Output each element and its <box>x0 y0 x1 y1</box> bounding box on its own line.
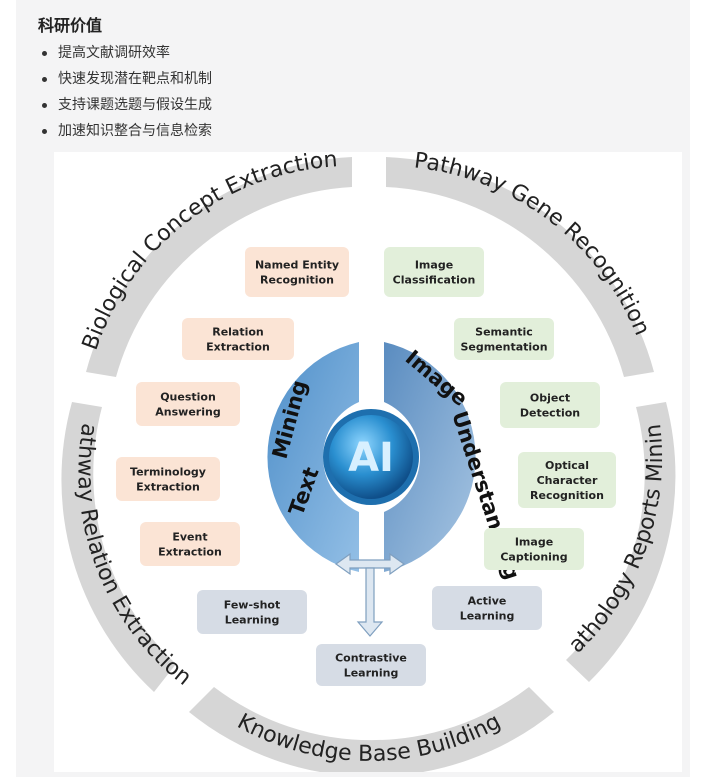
text-task-box-label: Question <box>160 391 216 404</box>
learning-method-box-label: Learning <box>225 614 280 627</box>
image-task-box-label: Captioning <box>500 551 567 564</box>
list-item: 快速发现潜在靶点和机制 <box>38 66 212 92</box>
ai-label: AI <box>348 435 394 481</box>
value-list: 提高文献调研效率 快速发现潜在靶点和机制 支持课题选题与假设生成 加速知识整合与… <box>38 40 212 144</box>
arrow-horizontal <box>334 552 406 576</box>
text-task-box-label: Recognition <box>260 274 334 287</box>
page-left-margin <box>0 0 16 777</box>
ai-application-diagram: Biological Concept Extraction Pathway Ge… <box>47 133 682 777</box>
learning-method-box <box>432 586 542 630</box>
text-task-box-label: Extraction <box>158 546 222 559</box>
image-task-box <box>484 528 584 570</box>
image-task-box-label: Image <box>515 536 553 549</box>
text-task-box-label: Terminology <box>130 466 206 479</box>
page-right-margin <box>690 0 703 777</box>
image-task-box <box>500 382 600 428</box>
list-item-text: 提高文献调研效率 <box>58 45 170 61</box>
connector-arrow <box>334 552 406 637</box>
ring-segment-right <box>566 402 676 682</box>
task-boxes: Named EntityRecognitionRelationExtractio… <box>116 247 616 686</box>
image-task-box <box>454 318 554 360</box>
text-task-box-label: Named Entity <box>255 259 339 272</box>
image-task-box-label: Detection <box>520 407 580 420</box>
ai-circle <box>329 415 413 499</box>
image-task-box-label: Classification <box>393 274 476 287</box>
learning-method-box-label: Few-shot <box>224 599 280 612</box>
ring-segment-left <box>61 402 177 692</box>
text-task-box-label: Extraction <box>136 481 200 494</box>
list-item: 提高文献调研效率 <box>38 40 212 66</box>
image-task-box-label: Recognition <box>530 489 604 502</box>
bullet-icon <box>42 129 47 134</box>
ring-segment-bottom <box>189 687 554 777</box>
image-task-box-label: Optical <box>545 459 589 472</box>
text-task-box <box>136 382 240 426</box>
ring-segment-top-right <box>386 157 654 377</box>
text-task-box <box>245 247 349 297</box>
bullet-icon <box>42 77 47 82</box>
text-task-box-label: Event <box>172 531 207 544</box>
image-task-box-label: Segmentation <box>460 341 547 354</box>
learning-method-box-label: Active <box>468 595 507 608</box>
list-item-text: 支持课题选题与假设生成 <box>58 97 212 113</box>
text-task-box-label: Extraction <box>206 341 270 354</box>
text-task-box <box>182 318 294 360</box>
image-task-box <box>384 247 484 297</box>
bullet-icon <box>42 51 47 56</box>
learning-method-box <box>197 590 307 634</box>
section-title: 科研价值 <box>38 16 103 35</box>
learning-method-box-label: Contrastive <box>335 652 407 665</box>
arrow-vertical <box>356 567 384 637</box>
text-task-box <box>140 522 240 566</box>
image-task-box-label: Character <box>537 474 598 487</box>
list-item-text: 加速知识整合与信息检索 <box>58 123 212 139</box>
image-task-box-label: Image <box>415 259 453 272</box>
ring-segment-top-left <box>86 157 352 377</box>
image-understanding-half-ring <box>384 342 476 572</box>
image-task-box-label: Object <box>530 392 570 405</box>
text-task-box <box>116 457 220 501</box>
bullet-icon <box>42 103 47 108</box>
text-task-box-label: Relation <box>212 326 264 339</box>
image-task-box-label: Semantic <box>475 326 533 339</box>
text-task-box-label: Answering <box>155 406 220 419</box>
learning-method-box-label: Learning <box>344 667 399 680</box>
text-mining-half-ring <box>267 342 359 572</box>
list-item: 加速知识整合与信息检索 <box>38 118 212 144</box>
diagram-canvas: Biological Concept Extraction Pathway Ge… <box>47 133 676 777</box>
outer-ring <box>61 157 676 777</box>
learning-method-box <box>316 644 426 686</box>
list-item-text: 快速发现潜在靶点和机制 <box>58 71 212 87</box>
image-task-box <box>518 452 616 508</box>
list-item: 支持课题选题与假设生成 <box>38 92 212 118</box>
content-panel: 科研价值 提高文献调研效率 快速发现潜在靶点和机制 支持课题选题与假设生成 加速… <box>16 0 690 777</box>
learning-method-box-label: Learning <box>460 610 515 623</box>
